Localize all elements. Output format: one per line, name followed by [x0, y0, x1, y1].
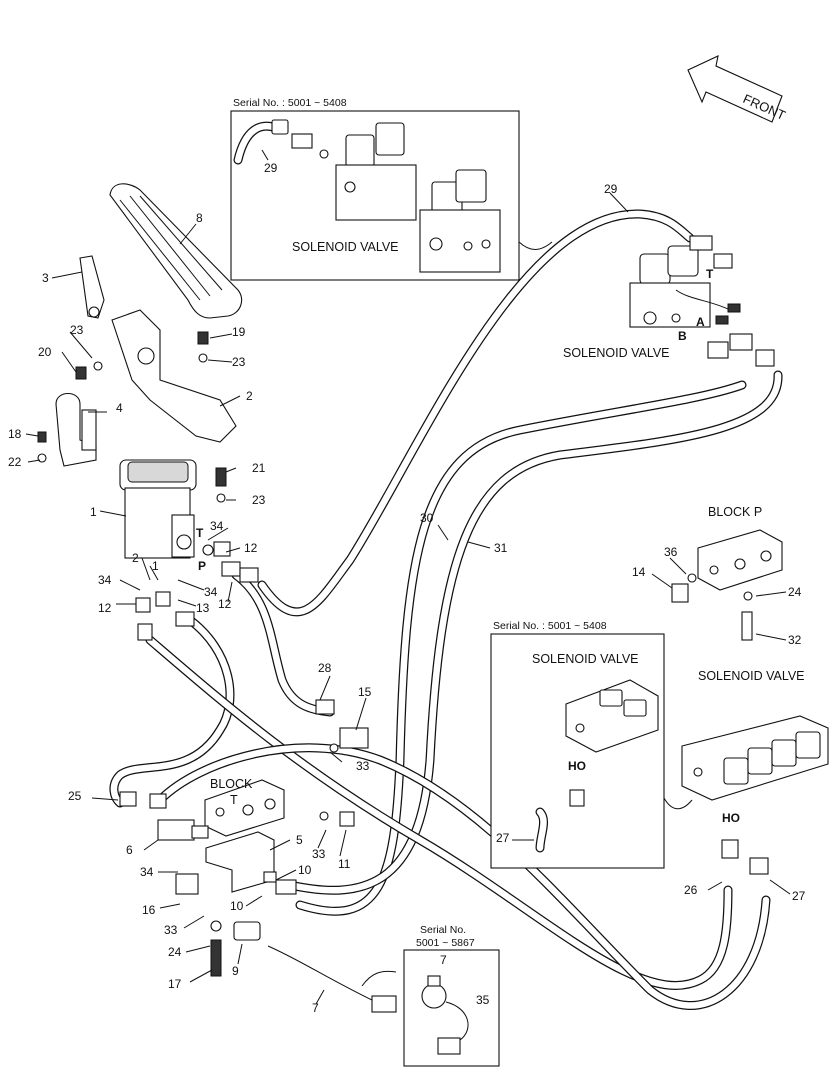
- callout-17: 17: [168, 977, 182, 991]
- pedal-port-p: P: [198, 559, 206, 573]
- mount-bracket: [119, 699, 397, 1013]
- callout-19: 19: [232, 325, 246, 339]
- inset-bot-serial-2: 5001 ~ 5867: [416, 937, 475, 949]
- front-arrow: FRONT: [687, 55, 788, 123]
- callout-4: 4: [116, 401, 123, 415]
- callout-34: 34: [210, 519, 224, 533]
- callout-29: 29: [604, 182, 618, 196]
- callout-29-inset: 29: [264, 161, 278, 175]
- inset-top-panel: Serial No. : 5001 ~ 5408 SOLENOID VALVE …: [230, 97, 553, 281]
- right-solenoid-caption: SOLENOID VALVE: [698, 669, 805, 683]
- callout-34: 34: [140, 865, 154, 879]
- callout-33: 33: [312, 847, 326, 861]
- port-b: B: [678, 329, 687, 343]
- callout-22: 22: [8, 455, 22, 469]
- main-solenoid-caption: SOLENOID VALVE: [563, 346, 670, 360]
- callout-3: 3: [42, 271, 49, 285]
- callout-26: 26: [684, 883, 698, 897]
- callout-9: 9: [232, 964, 239, 978]
- main-solenoid-valve: T A B SOLENOID VALVE: [563, 235, 775, 367]
- callout-30: 30: [420, 511, 434, 525]
- callout-27: 27: [792, 889, 806, 903]
- inset-bot-serial-1: Serial No.: [420, 924, 466, 936]
- callout-10: 10: [230, 899, 244, 913]
- callout-12: 12: [244, 541, 258, 555]
- callout-20: 20: [38, 345, 52, 359]
- inset-mid-port: HO: [568, 759, 586, 773]
- callout-27-inset: 27: [496, 831, 510, 845]
- callout-14: 14: [632, 565, 646, 579]
- callout-16: 16: [142, 903, 156, 917]
- callout-1: 1: [152, 559, 159, 573]
- block-t: BLOCK T: [204, 777, 285, 837]
- inset-top-serial: Serial No. : 5001 ~ 5408: [233, 97, 347, 109]
- inset-mid-panel: Serial No. : 5001 ~ 5408 SOLENOID VALVE …: [490, 620, 665, 869]
- callout-12: 12: [218, 597, 232, 611]
- block-t-caption-1: BLOCK: [210, 777, 253, 791]
- block-p-caption: BLOCK P: [708, 505, 762, 519]
- port-a: A: [696, 315, 705, 329]
- leader-lines: [25, 192, 791, 1005]
- block-t-caption-2: T: [230, 793, 238, 807]
- callout-11: 11: [338, 857, 351, 871]
- callout-10: 10: [298, 863, 312, 877]
- callout-8: 8: [196, 211, 203, 225]
- callout-33: 33: [356, 759, 370, 773]
- callout-5: 5: [296, 833, 303, 847]
- pedal-pad: [109, 183, 243, 319]
- callout-23: 23: [70, 323, 84, 337]
- callout-34: 34: [98, 573, 112, 587]
- block-p: BLOCK P: [671, 505, 783, 641]
- callout-24: 24: [168, 945, 182, 959]
- callout-2: 2: [246, 389, 253, 403]
- callout-33: 33: [164, 923, 178, 937]
- inset-bot-part-35: 35: [476, 993, 490, 1007]
- callout-32: 32: [788, 633, 802, 647]
- callout-2: 2: [132, 551, 139, 565]
- right-solenoid-valve: SOLENOID VALVE HO: [663, 669, 829, 875]
- callout-15: 15: [358, 685, 372, 699]
- callout-28: 28: [318, 661, 332, 675]
- callout-18: 18: [8, 427, 22, 441]
- inset-mid-caption: SOLENOID VALVE: [532, 652, 639, 666]
- callout-12: 12: [98, 601, 112, 615]
- callout-7: 7: [312, 1001, 319, 1015]
- callout-21: 21: [252, 461, 266, 475]
- pedal-port-t: T: [196, 526, 204, 540]
- callout-25: 25: [68, 789, 82, 803]
- callout-23: 23: [232, 355, 246, 369]
- inset-mid-serial: Serial No. : 5001 ~ 5408: [493, 620, 607, 632]
- callout-13: 13: [196, 601, 210, 615]
- inset-bot-part-7: 7: [440, 953, 447, 967]
- callout-23: 23: [252, 493, 266, 507]
- callout-numbers: 1 1 2 2 3 4 5 6 7 8 9 10 10 11 12 12 12 …: [8, 182, 806, 1015]
- port-t: T: [706, 267, 714, 281]
- pedal-assembly: [37, 183, 259, 641]
- right-solenoid-port: HO: [722, 811, 740, 825]
- inset-top-caption: SOLENOID VALVE: [292, 240, 399, 254]
- callout-31: 31: [494, 541, 508, 555]
- callout-36: 36: [664, 545, 678, 559]
- callout-34: 34: [204, 585, 218, 599]
- inset-bottom-panel: Serial No. 5001 ~ 5867 7 35: [361, 924, 500, 1067]
- callout-24: 24: [788, 585, 802, 599]
- callout-1: 1: [90, 505, 97, 519]
- callout-6: 6: [126, 843, 133, 857]
